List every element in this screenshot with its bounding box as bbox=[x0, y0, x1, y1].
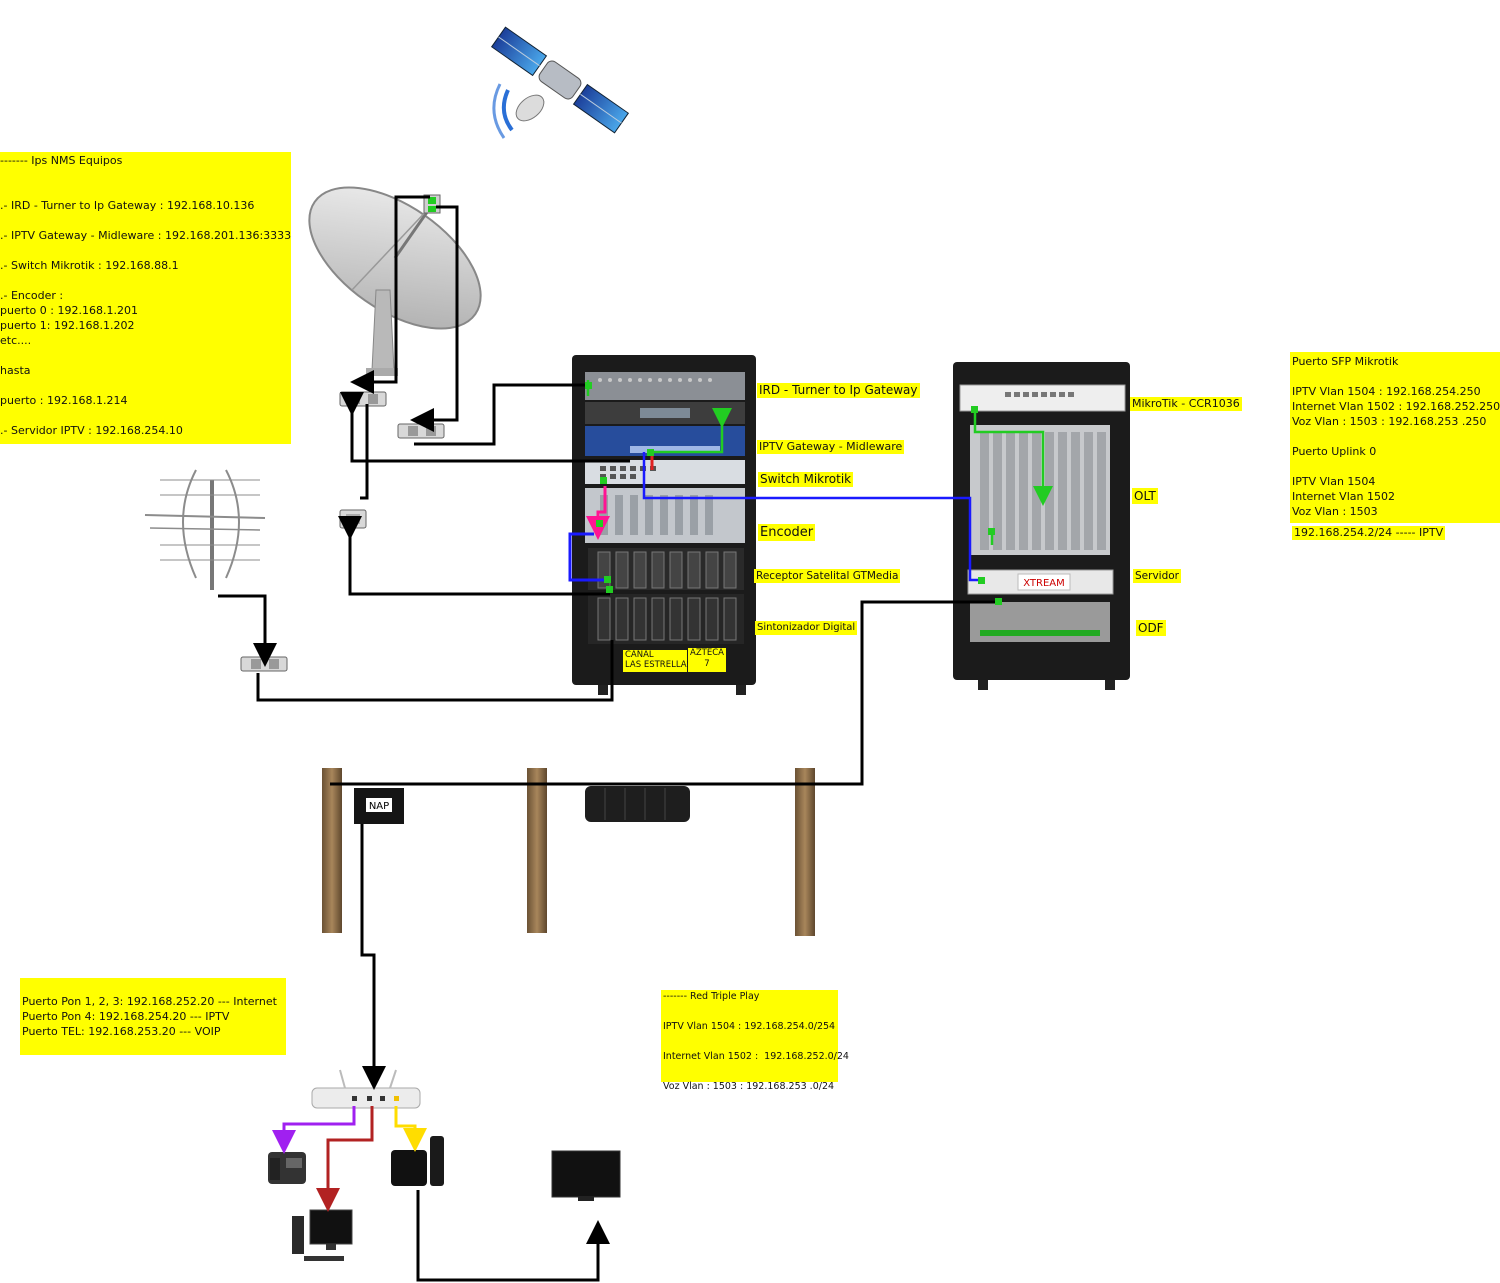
utility-pole-icon bbox=[795, 768, 815, 936]
note-line: Puerto Pon 1, 2, 3: 192.168.252.20 --- I… bbox=[22, 995, 277, 1008]
desktop-pc-icon bbox=[292, 1209, 353, 1261]
note-line bbox=[1292, 429, 1500, 444]
tv-box-icon bbox=[391, 1136, 444, 1186]
rack-cabinet-olt: XTREAM bbox=[953, 362, 1130, 690]
cable-lines bbox=[218, 195, 1053, 1282]
note-line: .- IRD - Turner to Ip Gateway : 192.168.… bbox=[0, 199, 255, 212]
cable bbox=[350, 195, 430, 394]
servidor-label: Servidor bbox=[1133, 569, 1181, 583]
tv-antenna-icon bbox=[144, 469, 266, 590]
tv-icon bbox=[551, 1150, 621, 1201]
cable bbox=[394, 1106, 427, 1152]
cable bbox=[256, 640, 614, 702]
note-line: ------- Ips NMS Equipos bbox=[0, 154, 123, 167]
cable bbox=[340, 392, 630, 463]
note-line bbox=[0, 183, 291, 198]
receptor-label: Receptor Satelital GTMedia bbox=[754, 569, 901, 583]
encoder-label: Encoder bbox=[758, 524, 816, 541]
note-line bbox=[663, 1006, 838, 1021]
note-line: IPTV Vlan 1504 : 192.168.254.0/254 bbox=[663, 1021, 836, 1032]
note-line: .- Encoder : bbox=[0, 289, 64, 302]
nap-box: NAP bbox=[354, 788, 404, 824]
note-line bbox=[1292, 369, 1500, 384]
sfp-extra-label: 192.168.254.2/24 ----- IPTV bbox=[1292, 526, 1446, 540]
note-line: Puerto Uplink 0 bbox=[1292, 445, 1377, 458]
note-line bbox=[0, 378, 291, 393]
sintonizador-label: Sintonizador Digital bbox=[755, 621, 858, 635]
note-line bbox=[0, 213, 291, 228]
canal-estrellas-label: CANAL LAS ESTRELLAS bbox=[623, 650, 692, 672]
note-line: puerto 0 : 192.168.1.201 bbox=[0, 304, 138, 317]
note-line: etc.... bbox=[0, 334, 32, 347]
cable bbox=[973, 410, 1053, 506]
note-line bbox=[0, 243, 291, 258]
note-line: Internet Vlan 1502 : 192.168.252.250 bbox=[1292, 400, 1500, 413]
note-line: Puerto Pon 4: 192.168.254.20 --- IPTV bbox=[22, 1010, 230, 1023]
note-line: IPTV Vlan 1504 bbox=[1292, 475, 1376, 488]
note-line: .- Switch Mikrotik : 192.168.88.1 bbox=[0, 259, 179, 272]
cable bbox=[414, 383, 590, 446]
azteca-label: AZTECA 7 bbox=[688, 648, 726, 672]
splitter-icon bbox=[339, 509, 367, 529]
xtream-logo: XTREAM bbox=[1023, 578, 1065, 589]
note-line: hasta bbox=[0, 364, 31, 377]
cable bbox=[416, 1190, 610, 1282]
note-line: Voz Vlan : 1503 : 192.168.253 .250 bbox=[1292, 415, 1487, 428]
splitter-icon bbox=[339, 391, 387, 407]
note-line: .- Servidor IPTV : 192.168.254.10 bbox=[0, 424, 183, 437]
nms-ips-note: ------- Ips NMS Equipos .- IRD - Turner t… bbox=[0, 152, 291, 444]
note-line: ------- Red Triple Play bbox=[663, 991, 760, 1002]
cable bbox=[316, 1106, 374, 1212]
satellite-icon bbox=[490, 26, 630, 139]
svg-text:NAP: NAP bbox=[369, 801, 389, 812]
splice-closure-icon bbox=[585, 786, 690, 822]
splitter-icon bbox=[240, 656, 288, 672]
cable bbox=[648, 408, 732, 454]
port-markers bbox=[585, 382, 1047, 605]
note-line: .- IPTV Gateway - Midleware : 192.168.20… bbox=[0, 229, 292, 242]
switch-label: Switch Mikrotik bbox=[758, 472, 854, 487]
phone-icon bbox=[268, 1152, 306, 1184]
note-line: Internet Vlan 1502 bbox=[1292, 490, 1395, 503]
cable bbox=[360, 824, 386, 1090]
pon-ports-note: Puerto Pon 1, 2, 3: 192.168.252.20 --- I… bbox=[20, 978, 286, 1055]
cable bbox=[338, 516, 610, 596]
cable bbox=[330, 600, 998, 786]
note-line bbox=[0, 273, 291, 288]
cable bbox=[272, 1106, 356, 1154]
ont-router-icon bbox=[311, 1069, 421, 1109]
odf-label: ODF bbox=[1136, 620, 1166, 636]
cable bbox=[360, 404, 369, 500]
note-line bbox=[663, 1036, 838, 1051]
note-line: Puerto SFP Mikrotik bbox=[1292, 355, 1399, 368]
cable bbox=[568, 532, 606, 582]
note-line: Internet Vlan 1502 : 192.168.252.0/24 bbox=[663, 1051, 849, 1062]
note-line: Voz Vlan : 1503 bbox=[1292, 505, 1378, 518]
cable bbox=[410, 205, 459, 432]
note-line: IPTV Vlan 1504 : 192.168.254.250 bbox=[1292, 385, 1481, 398]
note-line: puerto 1: 192.168.1.202 bbox=[0, 319, 135, 332]
note-line bbox=[1292, 459, 1500, 474]
ird-label: IRD - Turner to Ip Gateway bbox=[757, 383, 920, 398]
note-line bbox=[0, 408, 291, 423]
olt-label: OLT bbox=[1132, 488, 1158, 504]
cable bbox=[642, 452, 982, 582]
cable bbox=[218, 594, 277, 667]
mikrotik-label: MikroTik - CCR1036 bbox=[1130, 397, 1242, 411]
note-line: puerto : 192.168.1.214 bbox=[0, 394, 128, 407]
note-line bbox=[663, 1066, 838, 1081]
utility-pole-icon bbox=[322, 768, 342, 933]
iptv-gateway-label: IPTV Gateway - Midleware bbox=[757, 440, 905, 454]
note-line: Puerto TEL: 192.168.253.20 --- VOIP bbox=[22, 1025, 221, 1038]
splitter-icon bbox=[397, 423, 445, 439]
utility-pole-icon bbox=[527, 768, 547, 933]
note-line bbox=[0, 348, 291, 363]
note-line bbox=[0, 168, 291, 183]
note-line: Voz Vlan : 1503 : 192.168.253 .0/24 bbox=[663, 1081, 835, 1092]
